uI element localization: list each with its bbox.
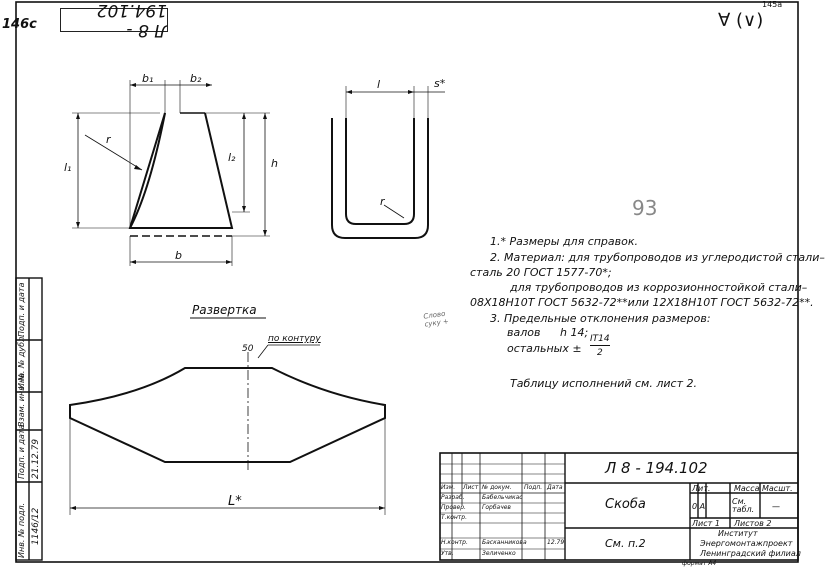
- dim-l1: l₁: [64, 161, 72, 174]
- fig3-outline: [69, 367, 386, 463]
- note-3a: валов: [507, 326, 541, 339]
- tb-sheet: Лист 1: [692, 519, 720, 528]
- dim-b2: b₂: [190, 72, 202, 85]
- tb-row-5-a: Утв.: [441, 550, 454, 557]
- dim-r-fig2: r: [380, 195, 385, 208]
- tb-row-0-d: Подп.: [524, 484, 543, 491]
- tb-row-1-a: Разраб.: [441, 494, 465, 501]
- dim-L: L*: [228, 494, 242, 509]
- title-block: [439, 452, 799, 561]
- note-2b: сталь 20 ГОСТ 1577-70*;: [470, 266, 612, 279]
- top-right-mark: 145а: [762, 0, 783, 9]
- dim-h: h: [271, 157, 278, 170]
- tb-row-4-a: Н.контр.: [441, 539, 468, 546]
- tb-row-4-c: Басканникова: [482, 539, 527, 546]
- dim-l2: l₂: [228, 151, 236, 164]
- roughness-symbol: ∀ (∨): [718, 10, 764, 31]
- handwritten-93: 93: [632, 196, 658, 220]
- tb-row-2-c: Горбачев: [482, 504, 511, 511]
- tb-scale-header: Масшт.: [762, 484, 793, 493]
- side-stamp-3: Взам. инв. №: [17, 372, 26, 427]
- fig1-arc: [129, 112, 166, 229]
- side-stamp-4: Подп. и дата: [17, 424, 26, 480]
- dim-l: l: [377, 78, 381, 91]
- side-stamp-5: Инв. № подл.: [17, 502, 26, 558]
- tb-org1: Институт: [718, 529, 758, 538]
- note-3b: остальных ±: [507, 342, 582, 355]
- razvertka-label: Развертка: [192, 303, 257, 317]
- note-4: Таблицу исполнений см. лист 2.: [510, 377, 697, 390]
- rotated-stamp: Л 8 - 194.102: [60, 0, 168, 40]
- tb-row-0-c: № докум.: [482, 484, 512, 491]
- tb-org3: Ленинградский филиал: [700, 549, 801, 558]
- note-3a-value: h 14;: [560, 326, 589, 339]
- note-3: 3. Предельные отклонения размеров:: [490, 312, 711, 325]
- side-stamp-5-value: 1146/12: [31, 507, 41, 545]
- note-2d: 08Х18Н10Т ГОСТ 5632-72**или 12Х18Н10Т ГО…: [470, 296, 814, 309]
- tb-row-4-e: 12.79: [547, 539, 565, 546]
- note-3b-frac-top: IT14: [590, 334, 610, 346]
- dim-r-fig1: r: [106, 133, 111, 146]
- tb-org2: Энергомонтажпроект: [700, 539, 793, 548]
- drawing-canvas: [15, 1, 799, 563]
- fig2-u-outer: [331, 118, 429, 239]
- fig1-profile: [128, 112, 234, 229]
- tb-mass-value: См. табл.: [732, 497, 755, 514]
- tb-row-5-c: Зеличенко: [482, 550, 516, 557]
- tb-sheets: Листов 2: [734, 519, 772, 528]
- tb-material: См. п.2: [605, 537, 646, 550]
- sheet-number: 146с: [2, 17, 37, 32]
- dim-s: s*: [434, 77, 446, 90]
- dim-contour: по контуру: [268, 334, 321, 344]
- tb-name: Скоба: [605, 497, 646, 512]
- note-3b-frac-bot: 2: [597, 348, 603, 358]
- rotated-stamp-text: Л 8 - 194.102: [96, 0, 167, 40]
- side-stamp-4-value: 21.12.79: [31, 438, 41, 479]
- tb-row-0-b: Лист: [463, 484, 479, 491]
- dim-50: 50: [242, 344, 254, 354]
- note-2c: для трубопроводов из коррозионностойкой …: [510, 281, 808, 294]
- fig2-u-inner: [345, 118, 415, 225]
- note-1: 1.* Размеры для справок.: [490, 235, 639, 248]
- tb-scale-value: —: [772, 502, 780, 511]
- note-2a: 2. Материал: для трубопроводов из углеро…: [490, 251, 825, 264]
- dim-b1: b₁: [142, 72, 154, 85]
- dim-b: b: [175, 249, 182, 262]
- tb-row-0-e: Дата: [547, 484, 563, 491]
- tb-row-1-c: Бабельчикас: [482, 494, 523, 501]
- tb-row-2-a: Провер.: [441, 504, 466, 511]
- tb-doc-code: Л 8 - 194.102: [605, 459, 708, 477]
- tb-row-0-a: Изм.: [441, 484, 456, 491]
- side-stamp-1: Подп. и дата: [17, 282, 26, 338]
- tb-row-3-a: Т.контр.: [441, 514, 468, 521]
- tb-lit-header: Лит.: [692, 484, 711, 493]
- tb-mass-header: Масса: [734, 484, 760, 493]
- tb-lit-value: 0 А: [692, 502, 706, 511]
- tb-format: формат А4: [682, 560, 717, 567]
